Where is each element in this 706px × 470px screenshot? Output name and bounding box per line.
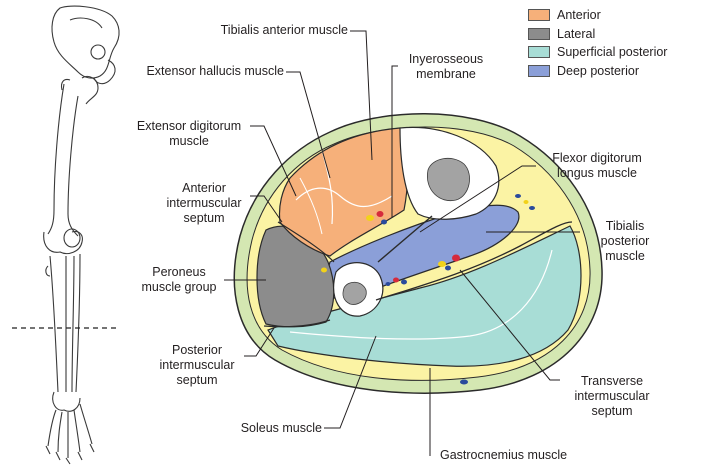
- label-tibialis-posterior: Tibialis posterior muscle: [600, 219, 650, 263]
- label-posterior-septum: Posterior intermuscular septum: [159, 343, 235, 387]
- leader-soleus: [324, 335, 377, 429]
- legend-item-lateral: Lateral: [528, 25, 667, 44]
- cross-section: [233, 113, 603, 394]
- legend-label-deep-posterior: Deep posterior: [557, 63, 639, 78]
- leader-posterior-septum: [244, 327, 275, 357]
- label-extensor-hallucis: Extensor hallucis muscle: [146, 64, 284, 78]
- label-peroneus: Peroneus muscle group: [141, 265, 217, 294]
- peroneal-neurovascular-bundle: [385, 277, 407, 286]
- transverse-intermuscular-septum: [375, 221, 573, 301]
- saphenous-vessels: [515, 194, 535, 210]
- legend-item-deep-posterior: Deep posterior: [528, 62, 667, 81]
- label-flexor-digitorum: Flexor digitorum longus muscle: [552, 151, 642, 180]
- label-interosseous-membrane: Inyerosseous membrane: [408, 52, 484, 81]
- legend-label-lateral: Lateral: [557, 26, 596, 41]
- legend-label-anterior: Anterior: [557, 8, 601, 23]
- interosseous-membrane: [377, 215, 433, 263]
- leader-transverse-septum: [459, 269, 560, 381]
- legend-swatch-lateral: [528, 27, 550, 40]
- posterior-intermuscular-septum: [263, 319, 331, 328]
- anterior-intermuscular-septum: [277, 221, 335, 263]
- legend-item-anterior: Anterior: [528, 6, 667, 25]
- legend-swatch-anterior: [528, 9, 550, 22]
- legend-swatch-superficial-posterior: [528, 46, 550, 59]
- leg-skeleton-illustration: [43, 5, 120, 465]
- leader-interosseous: [391, 65, 398, 218]
- compartment-legend: Anterior Lateral Superficial posterior D…: [528, 6, 667, 80]
- label-anterior-septum: Anterior intermuscular septum: [166, 181, 242, 225]
- superficial-peroneal-nerve: [321, 267, 327, 273]
- label-soleus: Soleus muscle: [240, 421, 322, 435]
- leader-flexor-digitorum: [419, 165, 536, 233]
- legend-label-superficial-posterior: Superficial posterior: [557, 45, 668, 60]
- tibia-marrow: [426, 157, 470, 202]
- small-saphenous-vein: [460, 379, 468, 385]
- leader-extensor-digitorum: [250, 125, 297, 197]
- soleus-gastrocnemius-boundary: [289, 249, 553, 340]
- leader-lines: [224, 30, 580, 456]
- leader-anterior-septum: [250, 195, 283, 223]
- posterior-tibial-neurovascular-bundle: [438, 254, 460, 271]
- label-transverse-septum: Transverse intermuscular septum: [574, 374, 650, 418]
- label-gastrocnemius: Gastrocnemius muscle: [440, 448, 568, 462]
- anterior-neurovascular-bundle: [366, 211, 387, 225]
- anterior-muscle-division-2: [299, 177, 323, 235]
- label-extensor-digitorum: Extensor digitorum muscle: [136, 119, 242, 148]
- legend-item-superficial-posterior: Superficial posterior: [528, 43, 667, 62]
- label-tibialis-anterior: Tibialis anterior muscle: [220, 23, 348, 37]
- legend-swatch-deep-posterior: [528, 64, 550, 77]
- leader-extensor-hallucis: [286, 71, 331, 179]
- leader-tibialis-anterior: [350, 30, 373, 161]
- fibula-marrow: [342, 281, 367, 305]
- anterior-compartment: [278, 127, 409, 257]
- anterior-muscle-division: [295, 187, 393, 208]
